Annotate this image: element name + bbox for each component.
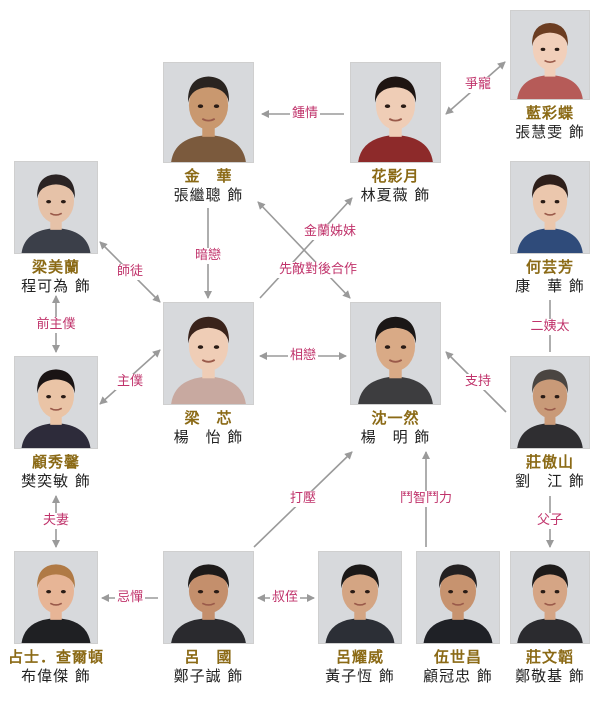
portrait-photo <box>163 62 254 163</box>
relation-label-jinlan: 金蘭姊妹 <box>301 224 359 240</box>
portrait-illustration <box>164 552 253 643</box>
relation-label-shitu: 師徒 <box>114 264 146 280</box>
relation-label-xiandi: 先敵對後合作 <box>276 262 360 278</box>
portrait-illustration <box>351 63 440 162</box>
character-name: 梁美蘭 <box>31 258 80 276</box>
character-name: 占士．查爾頓 <box>7 648 104 666</box>
character-name: 金 華 <box>184 167 233 185</box>
relation-label-anlian: 暗戀 <box>192 248 224 264</box>
relation-label-shuzhi: 叔侄 <box>269 590 301 606</box>
actor-name: 楊 明 飾 <box>360 428 431 446</box>
portrait-illustration <box>511 11 589 99</box>
portrait-illustration <box>15 162 97 253</box>
relation-label-zhupu: 主僕 <box>114 374 146 390</box>
portrait-illustration <box>511 357 589 448</box>
portrait-illustration <box>511 552 589 643</box>
character-name: 呂耀威 <box>335 648 384 666</box>
character-name: 梁 芯 <box>184 409 233 427</box>
relation-label-fuqi: 夫妻 <box>40 513 72 529</box>
character-name: 伍世昌 <box>433 648 482 666</box>
portrait-illustration <box>15 552 97 643</box>
actor-name: 張繼聰 飾 <box>173 186 244 204</box>
portrait-photo <box>318 551 402 644</box>
relation-label-zhichi: 支持 <box>462 374 494 390</box>
actor-name: 顧冠忠 飾 <box>423 667 493 685</box>
portrait-photo <box>350 62 441 163</box>
portrait-illustration <box>319 552 401 643</box>
portrait-photo <box>163 551 254 644</box>
character-name: 沈一然 <box>371 409 420 427</box>
character-name: 呂 國 <box>184 648 233 666</box>
portrait-photo <box>510 551 590 644</box>
relation-label-qianzhupu: 前主僕 <box>34 317 78 333</box>
portrait-photo <box>163 302 254 405</box>
portrait-illustration <box>15 357 97 448</box>
portrait-photo <box>510 356 590 449</box>
character-name: 莊傲山 <box>525 453 574 471</box>
relation-label-zhengchong: 爭寵 <box>462 77 494 93</box>
actor-name: 程可為 飾 <box>21 277 91 295</box>
relation-label-fuzi: 父子 <box>534 513 566 529</box>
character-name: 藍彩蝶 <box>525 104 574 122</box>
character-name: 何芸芳 <box>525 258 574 276</box>
actor-name: 康 華 飾 <box>515 277 585 295</box>
portrait-photo <box>14 551 98 644</box>
character-name: 花影月 <box>371 167 420 185</box>
character-name: 莊文韜 <box>525 648 574 666</box>
character-name: 顧秀馨 <box>31 453 80 471</box>
portrait-illustration <box>164 303 253 404</box>
actor-name: 鄭敬基 飾 <box>515 667 585 685</box>
relation-label-eryitai: 二姨太 <box>528 319 572 335</box>
portrait-photo <box>416 551 500 644</box>
relation-label-zhongqing: 鍾情 <box>289 106 321 122</box>
portrait-photo <box>14 161 98 254</box>
actor-name: 鄭子誠 飾 <box>173 667 244 685</box>
actor-name: 張慧雯 飾 <box>515 123 585 141</box>
portrait-photo <box>510 161 590 254</box>
portrait-illustration <box>351 303 440 404</box>
relation-arrow-jinlan <box>259 197 353 299</box>
relation-label-douzhi: 鬥智鬥力 <box>397 491 455 507</box>
relation-label-daya: 打壓 <box>287 491 319 507</box>
actor-name: 樊奕敏 飾 <box>21 472 91 490</box>
portrait-photo <box>510 10 590 100</box>
portrait-photo <box>14 356 98 449</box>
actor-name: 布偉傑 飾 <box>21 667 91 685</box>
relation-arrow-xiandi <box>257 201 351 299</box>
portrait-illustration <box>511 162 589 253</box>
portrait-illustration <box>417 552 499 643</box>
actor-name: 劉 江 飾 <box>515 472 585 490</box>
actor-name: 林夏薇 飾 <box>360 186 431 204</box>
actor-name: 楊 怡 飾 <box>173 428 244 446</box>
portrait-illustration <box>164 63 253 162</box>
relation-label-xianglian: 相戀 <box>287 348 319 364</box>
relation-label-jidan: 忌憚 <box>114 590 146 606</box>
portrait-photo <box>350 302 441 405</box>
actor-name: 黃子恆 飾 <box>325 667 395 685</box>
